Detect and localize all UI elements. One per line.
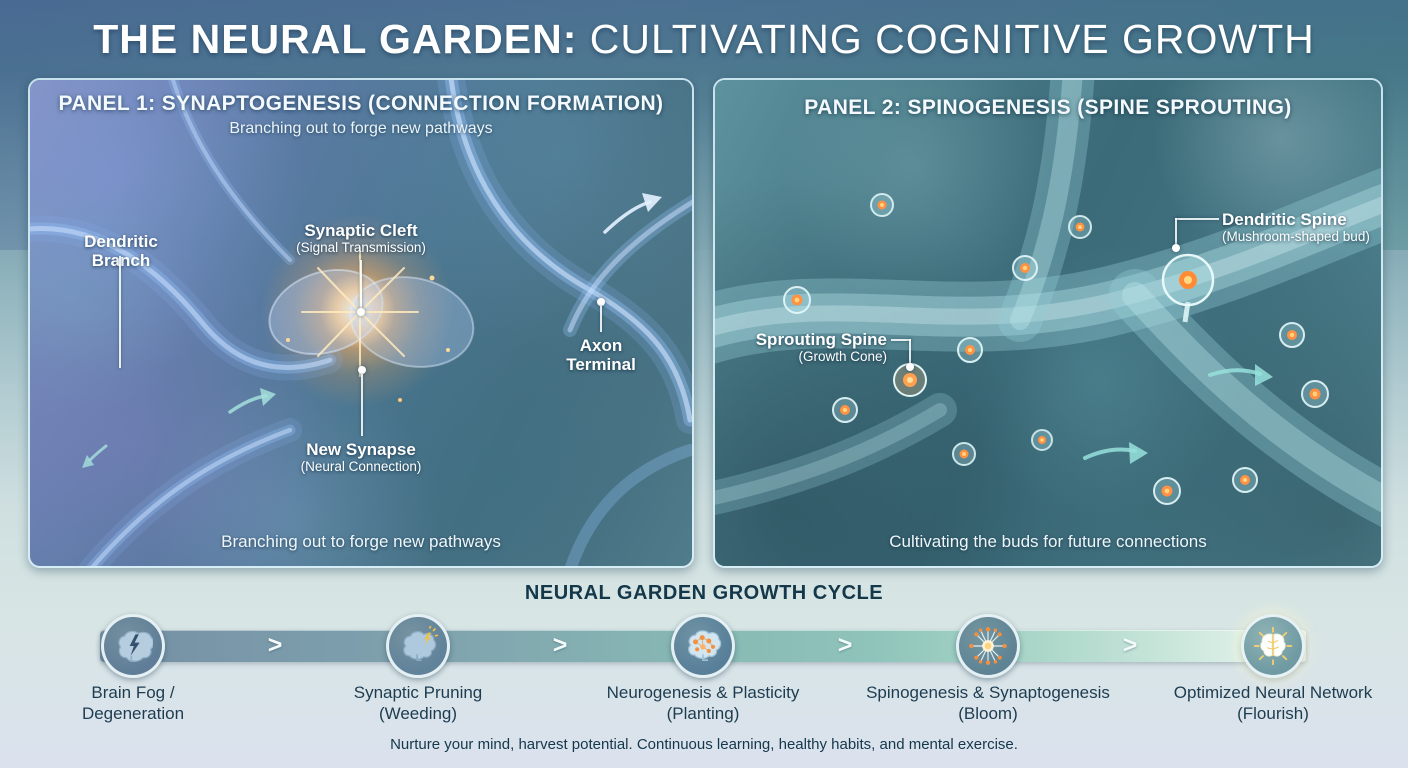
callout-title: Dendritic Spine [1222,210,1347,229]
spine-mushroom [1161,253,1215,323]
page-title-light: CULTIVATING COGNITIVE GROWTH [577,16,1315,62]
stage-label-line1: Neurogenesis & Plasticity [606,683,800,702]
panel2-caption: Cultivating the buds for future connecti… [889,532,1207,551]
panel-spinogenesis: PANEL 2: SPINOGENESIS (SPINE SPROUTING) … [713,78,1383,568]
panel1-illustration [30,80,692,566]
chevron-right-icon: > [1122,631,1138,659]
stage-label-line2: (Flourish) [1237,704,1309,723]
callout-title: New Synapse [306,440,416,459]
callout-title: Synaptic Cleft [304,221,418,240]
starburst-bloom-icon [969,627,1007,665]
dendrite-branch-strokes [30,80,692,566]
stage-circle-pruning [386,614,450,678]
panel1-subheading: Branching out to forge new pathways [229,120,493,137]
spine [832,397,858,423]
dendrite-shaft-strokes [715,80,1381,527]
callout-axon-terminal: Axon Terminal [556,336,646,374]
stage-circle-flourish [1241,614,1305,678]
spine [957,337,983,363]
panel1-caption: Branching out to forge new pathways [221,532,501,551]
spine [1068,215,1092,239]
neuron-branches-art [30,80,692,566]
leader-line [600,306,602,332]
stage-label-brain-fog: Brain Fog / Degeneration [0,682,283,724]
chevron-right-icon: > [552,631,568,659]
leader-dot [1172,244,1180,252]
spine [1153,477,1181,505]
callout-title: Dendritic Branch [84,232,158,270]
leader-dot [906,363,914,371]
spine-growth-cone [893,363,927,397]
stage-label-planting: Neurogenesis & Plasticity (Planting) [553,682,853,724]
leader-line [119,256,121,368]
stage-circle-planting [671,614,735,678]
brain-seed-network-icon [688,630,722,661]
stage-label-line1: Brain Fog / [91,683,175,702]
brain-fog-lightning-icon [118,630,153,662]
leader-line [1175,218,1219,220]
callout-subtitle: (Mushroom-shaped bud) [1222,229,1370,244]
page-title: THE NEURAL GARDEN: CULTIVATING COGNITIVE… [0,14,1408,64]
spine [870,193,894,217]
spine [1279,322,1305,348]
stage-label-line2: (Planting) [666,704,740,723]
stage-label-bloom: Spinogenesis & Synaptogenesis (Bloom) [838,682,1138,724]
chevron-right-icon: > [837,631,853,659]
radiant-brain-icon [1253,626,1293,666]
leader-line [891,339,911,341]
page-title-strong: THE NEURAL GARDEN: [93,16,578,62]
chevron-right-icon: > [267,631,283,659]
callout-title: Sprouting Spine [755,330,887,349]
dendrite-spines-art [715,80,1381,527]
callout-subtitle: (Growth Cone) [798,349,887,364]
stage-label-flourish: Optimized Neural Network (Flourish) [1123,682,1408,724]
spine [783,286,811,314]
leader-line [360,260,362,308]
spine [952,442,976,466]
panel2-heading: PANEL 2: SPINOGENESIS (SPINE SPROUTING) [804,96,1292,119]
panel-synaptogenesis: PANEL 1: SYNAPTOGENESIS (CONNECTION FORM… [28,78,694,568]
footer-tagline: Nurture your mind, harvest potential. Co… [390,736,1018,753]
stage-label-pruning: Synaptic Pruning (Weeding) [268,682,568,724]
stage-label-line2: (Weeding) [378,704,458,723]
callout-subtitle: (Signal Transmission) [296,240,426,255]
spine-buds [783,193,1329,505]
stage-label-line2: Degeneration [81,704,185,723]
growth-arrow-icons [1083,364,1273,464]
cycle-heading: NEURAL GARDEN GROWTH CYCLE [524,582,884,604]
stage-circle-bloom [956,614,1020,678]
spine [1031,429,1053,451]
leader-dot [357,308,365,316]
leader-line [909,339,911,363]
stage-circle-brain-fog [101,614,165,678]
brain-spark-pruning-icon [403,626,438,661]
growth-arrow-icons [82,193,662,468]
stage-label-line1: Optimized Neural Network [1173,683,1373,702]
spine [1012,255,1038,281]
stage-label-line2: (Bloom) [958,704,1018,723]
leader-dot [358,366,366,374]
callout-title: Axon Terminal [566,336,636,374]
callout-dendritic-branch: Dendritic Branch [61,232,181,270]
leader-dot [597,298,605,306]
callout-subtitle: (Neural Connection) [300,459,422,474]
panel1-heading: PANEL 1: SYNAPTOGENESIS (CONNECTION FORM… [58,92,664,115]
stage-label-line1: Spinogenesis & Synaptogenesis [866,683,1110,702]
panel2-illustration [715,80,1381,566]
callout-synaptic-cleft: Synaptic Cleft (Signal Transmission) [281,221,441,256]
leader-line [1175,218,1177,244]
spine [1301,380,1329,408]
spine [1232,467,1258,493]
callout-dendritic-spine: Dendritic Spine (Mushroom-shaped bud) [1222,210,1380,245]
callout-new-synapse: New Synapse (Neural Connection) [281,440,441,475]
leader-line [361,374,363,436]
callout-sprouting-spine: Sprouting Spine (Growth Cone) [727,330,887,365]
stage-label-line1: Synaptic Pruning [353,683,483,702]
